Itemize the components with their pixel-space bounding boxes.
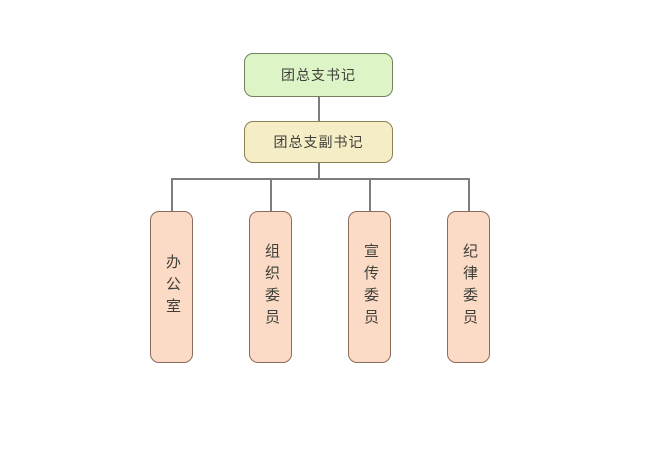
node-office: 办公室 [150,211,193,363]
connector-deputy-stem [318,163,320,178]
node-deputy-secretary: 团总支副书记 [244,121,393,163]
node-league-secretary: 团总支书记 [244,53,393,97]
node-organization-member-label: 组织委员 [263,243,279,331]
connector-drop-office [171,178,173,211]
connector-drop-publicity [369,178,371,211]
node-publicity-member-label: 宣传委员 [362,243,378,331]
node-organization-member: 组织委员 [249,211,292,363]
node-publicity-member: 宣传委员 [348,211,391,363]
node-office-label: 办公室 [164,254,180,320]
node-discipline-member-label: 纪律委员 [461,243,477,331]
node-discipline-member: 纪律委员 [447,211,490,363]
connector-horizontal-bus [171,178,469,180]
connector-root-to-deputy [318,97,320,121]
connector-drop-discipline [468,178,470,211]
connector-drop-organization [270,178,272,211]
node-deputy-secretary-label: 团总支副书记 [273,136,364,151]
node-league-secretary-label: 团总支书记 [281,69,356,84]
